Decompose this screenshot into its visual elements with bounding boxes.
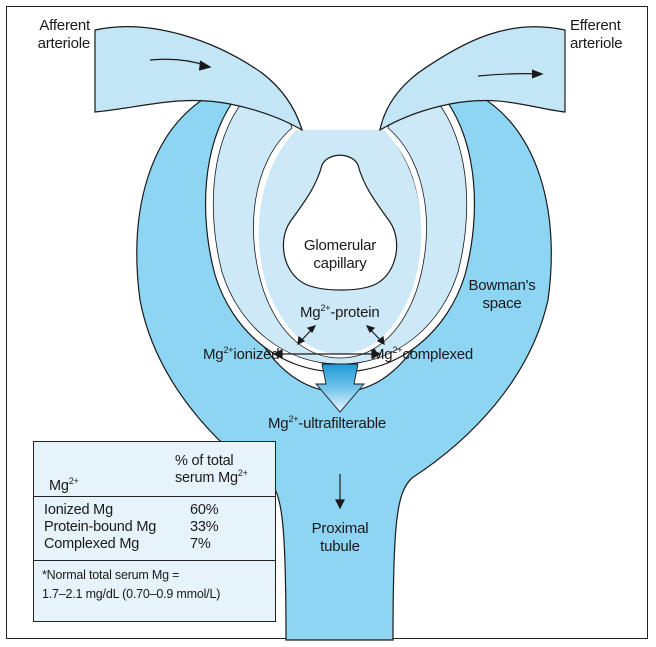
table-header-percent-line2: serum Mg2+ [175, 470, 248, 487]
mg-complexed-label: Mg2+complexed [372, 346, 473, 364]
table-footnote-divider [34, 560, 275, 561]
table-header-percent-line1: % of total [175, 453, 233, 470]
table-row-name: Ionized Mg [44, 502, 113, 519]
table-footnote-line2: 1.7–2.1 mg/dL (0.70–0.9 mmol/L) [42, 585, 220, 604]
table-row-value: 7% [190, 536, 211, 553]
serum-mg-table: Mg2+ % of total serum Mg2+ Ionized Mg 60… [33, 441, 276, 622]
table-footnote-line1: *Normal total serum Mg = [42, 566, 179, 585]
mg-ionized-label: Mg2+ionized [203, 346, 279, 364]
table-row-value: 33% [190, 519, 218, 536]
table-row-name: Protein-bound Mg [44, 519, 156, 536]
table-row-value: 60% [190, 502, 218, 519]
mg-protein-label: Mg2+-protein [300, 304, 380, 322]
table-row-name: Complexed Mg [44, 536, 139, 553]
mg-ultrafilterable-label: Mg2+-ultrafilterable [268, 415, 386, 433]
table-header-mg: Mg2+ [49, 478, 79, 495]
table-header-divider [34, 496, 275, 497]
